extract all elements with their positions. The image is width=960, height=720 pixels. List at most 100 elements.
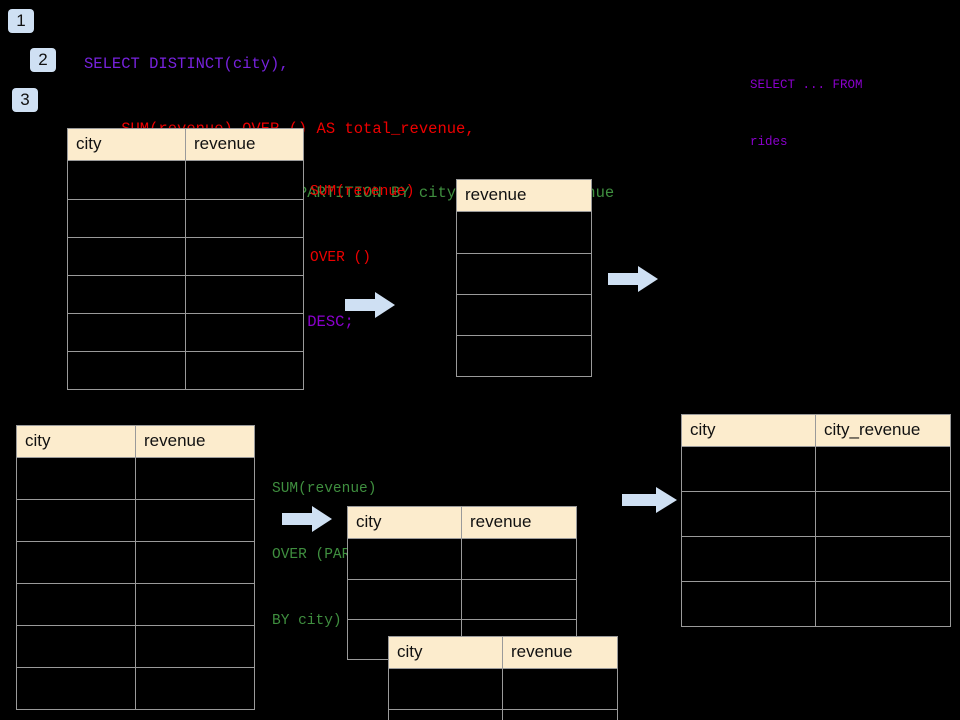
table-row bbox=[456, 335, 592, 377]
cell bbox=[185, 313, 304, 352]
step-badge-2: 2 bbox=[30, 48, 56, 72]
cell bbox=[347, 538, 462, 580]
cell bbox=[388, 668, 503, 710]
table-row bbox=[681, 446, 951, 492]
column-header-city: city bbox=[681, 414, 816, 447]
table-row bbox=[388, 668, 618, 710]
step-badge-1: 1 bbox=[8, 9, 34, 33]
final-result-table: city city_revenue bbox=[681, 414, 951, 627]
table-header-row: city revenue bbox=[347, 506, 577, 539]
column-header-city: city bbox=[347, 506, 462, 539]
cell bbox=[185, 237, 304, 276]
partition-table-front: city revenue bbox=[388, 636, 618, 720]
annotation-city-revenue-line-3: BY city) bbox=[272, 613, 342, 629]
table-row bbox=[67, 237, 304, 276]
rides-source-table-bottom: city revenue bbox=[16, 425, 255, 710]
table-row bbox=[681, 536, 951, 582]
cell bbox=[347, 579, 462, 620]
cell bbox=[135, 667, 255, 710]
table-row bbox=[16, 457, 255, 500]
table-row bbox=[16, 625, 255, 668]
cell bbox=[681, 536, 816, 582]
cell bbox=[815, 536, 951, 582]
cell bbox=[135, 457, 255, 500]
table-header-row: city city_revenue bbox=[681, 414, 951, 447]
cell bbox=[456, 294, 592, 336]
arrow-rides-to-total-revenue bbox=[345, 290, 395, 325]
table-header-row: revenue bbox=[456, 179, 592, 212]
column-header-revenue: revenue bbox=[135, 425, 255, 458]
cell bbox=[135, 583, 255, 626]
rides-source-table-top: city revenue bbox=[67, 128, 304, 390]
column-header-revenue: revenue bbox=[456, 179, 592, 212]
cell bbox=[16, 667, 136, 710]
cell bbox=[135, 625, 255, 668]
cell bbox=[67, 313, 186, 352]
annotation-total-revenue: SUM(revenue) OVER () bbox=[310, 137, 414, 313]
total-revenue-table: revenue bbox=[456, 179, 592, 377]
table-row bbox=[67, 351, 304, 390]
cell bbox=[502, 709, 618, 720]
cell bbox=[67, 160, 186, 200]
column-header-revenue: revenue bbox=[461, 506, 577, 539]
cell bbox=[67, 275, 186, 314]
cell bbox=[815, 446, 951, 492]
cell bbox=[185, 160, 304, 200]
table-row bbox=[456, 211, 592, 254]
table-header-row: city revenue bbox=[16, 425, 255, 458]
cell bbox=[815, 491, 951, 537]
cell bbox=[135, 499, 255, 542]
table-row bbox=[347, 579, 577, 620]
cell bbox=[16, 625, 136, 668]
cell bbox=[16, 583, 136, 626]
table-row bbox=[388, 709, 618, 720]
table-row bbox=[67, 160, 304, 200]
cell bbox=[502, 668, 618, 710]
cell bbox=[681, 491, 816, 537]
arrow-partition-to-result bbox=[622, 485, 677, 520]
cell bbox=[16, 499, 136, 542]
table-row bbox=[67, 313, 304, 352]
cell bbox=[16, 541, 136, 584]
cell bbox=[67, 351, 186, 390]
cell bbox=[456, 335, 592, 377]
column-header-city: city bbox=[388, 636, 503, 669]
select-from-rides-note: SELECT ... FROM rides bbox=[750, 38, 863, 190]
column-header-city: city bbox=[16, 425, 136, 458]
cell bbox=[681, 581, 816, 627]
table-row bbox=[456, 253, 592, 295]
cell bbox=[456, 211, 592, 254]
cell bbox=[185, 199, 304, 238]
table-row bbox=[681, 581, 951, 627]
arrow-rides-to-partition bbox=[282, 504, 332, 539]
annotation-total-revenue-line-2: OVER () bbox=[310, 250, 371, 266]
sql-line-1: SELECT DISTINCT(city), bbox=[84, 55, 289, 73]
cell bbox=[16, 457, 136, 500]
table-row bbox=[67, 275, 304, 314]
table-header-row: city revenue bbox=[67, 128, 304, 161]
cell bbox=[67, 237, 186, 276]
cell bbox=[185, 351, 304, 390]
table-row bbox=[16, 499, 255, 542]
cell bbox=[815, 581, 951, 627]
table-row bbox=[16, 583, 255, 626]
table-row bbox=[347, 538, 577, 580]
annotation-city-revenue-line-1: SUM(revenue) bbox=[272, 481, 377, 497]
select-from-rides-note-line-2: rides bbox=[750, 135, 788, 149]
table-row bbox=[456, 294, 592, 336]
cell bbox=[67, 199, 186, 238]
table-row bbox=[16, 541, 255, 584]
annotation-total-revenue-line-1: SUM(revenue) bbox=[310, 184, 415, 200]
arrow-total-revenue-to-result bbox=[608, 264, 658, 299]
step-badge-3: 3 bbox=[12, 88, 38, 112]
table-row bbox=[681, 491, 951, 537]
cell bbox=[681, 446, 816, 492]
column-header-revenue: revenue bbox=[502, 636, 618, 669]
table-header-row: city revenue bbox=[388, 636, 618, 669]
cell bbox=[461, 579, 577, 620]
column-header-revenue: revenue bbox=[185, 128, 304, 161]
column-header-city-revenue: city_revenue bbox=[815, 414, 951, 447]
cell bbox=[461, 538, 577, 580]
cell bbox=[456, 253, 592, 295]
